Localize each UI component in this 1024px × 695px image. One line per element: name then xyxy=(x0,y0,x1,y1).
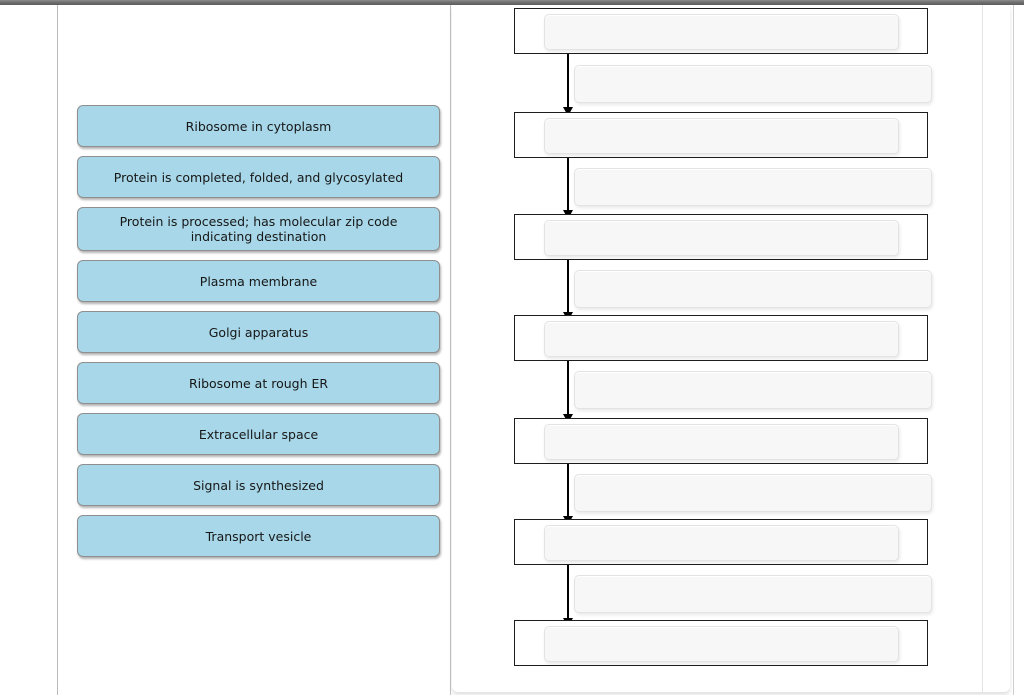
right-margin-divider xyxy=(1013,5,1014,695)
drag-item-label: Transport vesicle xyxy=(205,528,312,544)
drop-slot-stage-2[interactable] xyxy=(544,118,899,154)
drop-slot-detail-3[interactable] xyxy=(574,270,932,308)
drop-slot-stage-6[interactable] xyxy=(544,525,899,561)
stage-box-4 xyxy=(514,315,928,361)
connector-arrow-5 xyxy=(563,464,573,525)
connector-arrow-1 xyxy=(563,54,573,116)
drop-slot-stage-5[interactable] xyxy=(544,424,899,460)
drag-item-label: Ribosome in cytoplasm xyxy=(185,118,332,134)
drag-item-label: Protein is completed, folded, and glycos… xyxy=(113,169,404,185)
drop-slot-detail-4-inner xyxy=(574,371,932,409)
stage-box-7 xyxy=(514,620,928,666)
stage-box-5 xyxy=(514,418,928,464)
connector-arrow-2 xyxy=(563,158,573,219)
connector-arrow-3 xyxy=(563,260,573,321)
drop-slot-detail-2-inner xyxy=(574,168,932,206)
drop-slot-stage-3[interactable] xyxy=(544,220,899,256)
drag-item-ribosome-in-cytoplasm[interactable]: Ribosome in cytoplasm xyxy=(77,105,440,147)
draggable-terms-bank: Ribosome in cytoplasm Protein is complet… xyxy=(58,5,446,695)
stage-box-3 xyxy=(514,214,928,260)
drag-item-list: Ribosome in cytoplasm Protein is complet… xyxy=(77,105,440,566)
flowchart xyxy=(452,5,1010,692)
stage-box-1 xyxy=(514,8,928,54)
drop-slot-stage-1[interactable] xyxy=(544,14,899,50)
drag-item-label: Golgi apparatus xyxy=(208,324,309,340)
drop-slot-detail-5-inner xyxy=(574,474,932,512)
stage-box-6 xyxy=(514,519,928,565)
drag-item-label: Ribosome at rough ER xyxy=(188,375,329,391)
drag-item-label: Signal is synthesized xyxy=(193,477,324,493)
drop-slot-detail-2[interactable] xyxy=(574,168,932,206)
left-margin-divider xyxy=(57,5,58,695)
drag-item-plasma-membrane[interactable]: Plasma membrane xyxy=(77,260,440,302)
drag-item-transport-vesicle[interactable]: Transport vesicle xyxy=(77,515,440,557)
drag-item-ribosome-at-rough-er[interactable]: Ribosome at rough ER xyxy=(77,362,440,404)
stage-box-2 xyxy=(514,112,928,158)
drop-slot-stage-4[interactable] xyxy=(544,321,899,357)
drag-item-signal-is-synthesized[interactable]: Signal is synthesized xyxy=(77,464,440,506)
drag-item-protein-completed-folded-glycosylated[interactable]: Protein is completed, folded, and glycos… xyxy=(77,156,440,198)
drop-slot-detail-4[interactable] xyxy=(574,371,932,409)
drop-slot-detail-1-inner xyxy=(574,65,932,103)
window-top-bar xyxy=(0,0,1024,5)
drop-slot-detail-6[interactable] xyxy=(574,575,932,613)
connector-arrow-6 xyxy=(563,565,573,627)
drag-item-label: Plasma membrane xyxy=(199,273,318,289)
drag-item-label: Extracellular space xyxy=(198,426,319,442)
drop-slot-detail-6-inner xyxy=(574,575,932,613)
drop-slot-stage-7[interactable] xyxy=(544,626,899,662)
drag-item-protein-processed-zip-code[interactable]: Protein is processed; has molecular zip … xyxy=(77,207,440,251)
drop-slot-detail-5[interactable] xyxy=(574,474,932,512)
drag-item-golgi-apparatus[interactable]: Golgi apparatus xyxy=(77,311,440,353)
drag-item-label: Protein is processed; has molecular zip … xyxy=(119,214,398,244)
flowchart-panel xyxy=(452,5,1010,692)
drop-slot-detail-3-inner xyxy=(574,270,932,308)
panel-inner-edge xyxy=(982,5,983,692)
connector-arrow-4 xyxy=(563,361,573,423)
drag-item-extracellular-space[interactable]: Extracellular space xyxy=(77,413,440,455)
drop-slot-detail-1[interactable] xyxy=(574,65,932,103)
panel-divider xyxy=(450,5,451,695)
